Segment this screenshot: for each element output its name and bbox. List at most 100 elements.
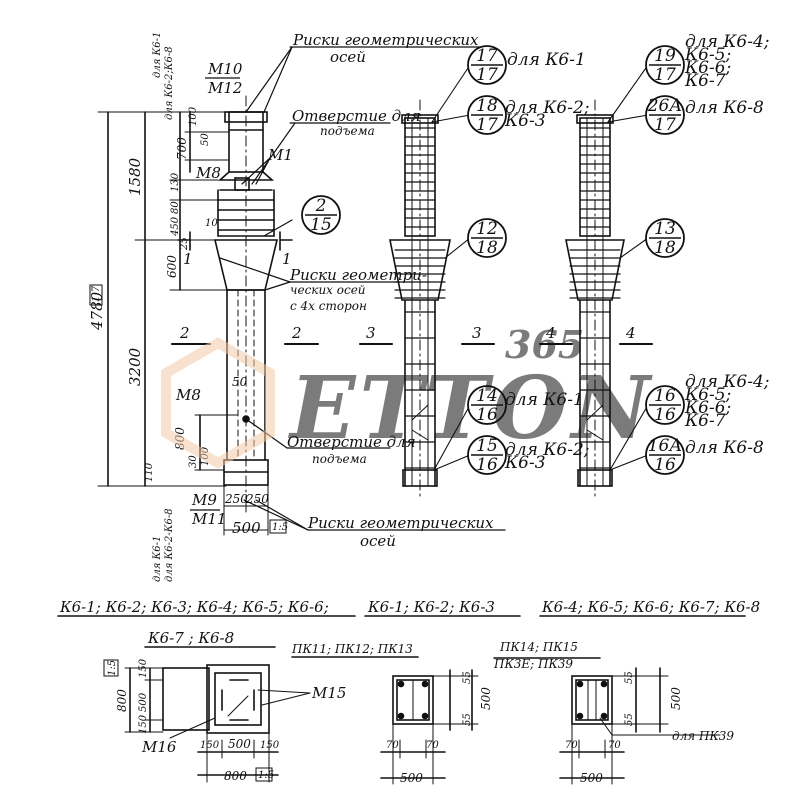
- reinforcement-cage-1: [389, 99, 451, 501]
- label-risks-top-2: осей: [330, 48, 366, 66]
- watermark: 365 ETTON: [161, 322, 654, 469]
- subheader-k67-k68: К6-7 ; К6-8: [147, 629, 234, 647]
- section-2-right: 2: [291, 324, 302, 342]
- mark-m16: M16: [141, 738, 177, 756]
- mark-m11: M11: [191, 510, 226, 528]
- label-lift-bottom-2: подъема: [312, 452, 367, 466]
- sec3-dim-55a: 55: [624, 671, 635, 684]
- callout-note: для К6-2;К6-3: [504, 440, 590, 473]
- note-for-pk39: для ПК39: [672, 729, 734, 743]
- section-3-left: 3: [366, 324, 376, 342]
- note-for-k62-bottom: для К6-2-К6-8: [164, 508, 175, 582]
- callout-note: для К6-4;К6-5;К6-6;К6-7: [684, 32, 770, 91]
- label-risks-mid-3: с 4х сторон: [290, 299, 367, 313]
- callout-top: 26А: [647, 96, 683, 116]
- reinforcement-cage-2: [565, 99, 625, 501]
- watermark-brand: ETTON: [287, 358, 654, 459]
- scale-mark-bottom: 1:5: [272, 522, 288, 533]
- callout-bottom: 17: [476, 65, 498, 85]
- header-sections-3: К6-4; К6-5; К6-6; К6-7; К6-8: [541, 598, 760, 616]
- sec2-dim-55a: 55: [462, 671, 473, 684]
- callout-top: 18: [476, 96, 498, 116]
- sec1-dim-150a: 150: [138, 658, 149, 678]
- dim-30: 30: [188, 455, 199, 468]
- note-for-k61-top: для К6-1: [152, 32, 163, 78]
- callout-top: 14: [476, 386, 498, 406]
- label-lift-bottom-1: Отверстие для: [287, 433, 416, 451]
- dim-130: 130: [170, 172, 181, 192]
- section-4-right: 4: [625, 324, 636, 342]
- label-lift-top-1: Отверстие для: [292, 107, 421, 125]
- dim-600: 600: [165, 255, 179, 278]
- callout-note: для К6-8: [685, 98, 764, 118]
- mark-m9: M9: [191, 491, 217, 509]
- dim-100: 100: [188, 106, 199, 126]
- sec2-dim-70b: 70: [426, 740, 439, 751]
- label-risks-mid-2: ческих осей: [290, 283, 366, 297]
- sec1-dim-150h2: 150: [260, 740, 280, 751]
- callout-note: для К6-2;К6-3: [504, 98, 590, 131]
- sec3-dim-500h: 500: [580, 771, 603, 785]
- section-1-left: 1: [183, 250, 193, 268]
- callout-top: 16А: [648, 436, 683, 456]
- callout-bottom: 18: [654, 238, 676, 258]
- scale-mark: 1:7: [91, 285, 102, 302]
- scale-section-1b: 1:5: [258, 770, 274, 781]
- label-lift-top-2: подъема: [320, 124, 375, 138]
- callout-top: 19: [654, 46, 676, 66]
- dim-upper: 1580: [126, 157, 144, 196]
- callout-bottom: 17: [654, 65, 676, 85]
- dim-lower: 3200: [126, 347, 144, 386]
- leader-lines: [219, 46, 506, 531]
- dim-50: 50: [200, 133, 211, 146]
- callout-bottom: 16: [476, 455, 498, 475]
- callout-bottom: 16: [476, 405, 498, 425]
- callout-bottom: 16: [654, 455, 676, 475]
- sec3-dim-55b: 55: [624, 713, 635, 726]
- sec2-dim-500: 500: [479, 687, 493, 710]
- subheader-pk11-13: ПК11; ПК12; ПК13: [291, 642, 413, 656]
- mark-m10: M10: [207, 60, 243, 78]
- callout-2-15: 215: [301, 195, 341, 235]
- callout-top: 16: [654, 386, 676, 406]
- note-for-k62-top: для К6-2;К6-8: [164, 46, 175, 120]
- mark-m8-top: M8: [195, 164, 221, 182]
- watermark-digits: 365: [505, 322, 584, 367]
- note-for-k61-bottom: для К6-1: [152, 536, 163, 582]
- callout-top: 2: [315, 196, 327, 216]
- sec3-dim-70a: 70: [565, 740, 578, 751]
- dim-110: 110: [144, 462, 155, 482]
- sec1-dim-500v: 500: [138, 692, 149, 712]
- callout-top: 17: [476, 46, 498, 66]
- callout-top: 12: [476, 219, 498, 239]
- label-risks-mid-1: Риски геометри-: [289, 266, 427, 284]
- sec2-dim-55b: 55: [462, 713, 473, 726]
- sec2-dim-500h: 500: [400, 771, 423, 785]
- sec1-dim-150h: 150: [200, 740, 220, 751]
- sec3-dim-500: 500: [669, 687, 683, 710]
- label-risks-bottom-2: осей: [360, 532, 396, 550]
- header-sections-1: К6-1; К6-2; К6-3; К6-4; К6-5; К6-6;: [59, 598, 329, 616]
- dim-250-a: 250: [224, 492, 248, 506]
- callout-bottom: 17: [654, 115, 676, 135]
- subheader-pk3e-39: ПК3Е; ПК39: [493, 657, 573, 671]
- section-4-left: 4: [545, 324, 556, 342]
- mark-m8-mid: M8: [175, 386, 201, 404]
- callout-note: для К6-1: [507, 50, 586, 70]
- subheader-pk14-15: ПК14; ПК15: [499, 640, 578, 654]
- dim-50-mid: 50: [232, 375, 248, 389]
- callout-bottom: 15: [310, 215, 332, 235]
- sec3-dim-70b: 70: [608, 740, 621, 751]
- label-risks-bottom-1: Риски геометрических: [307, 514, 494, 532]
- callout-note: для К6-4;К6-5;К6-6;К6-7: [684, 372, 770, 431]
- dim-500: 500: [232, 519, 261, 537]
- sec1-dim-150b: 150: [138, 714, 149, 734]
- mark-m12: M12: [207, 79, 242, 97]
